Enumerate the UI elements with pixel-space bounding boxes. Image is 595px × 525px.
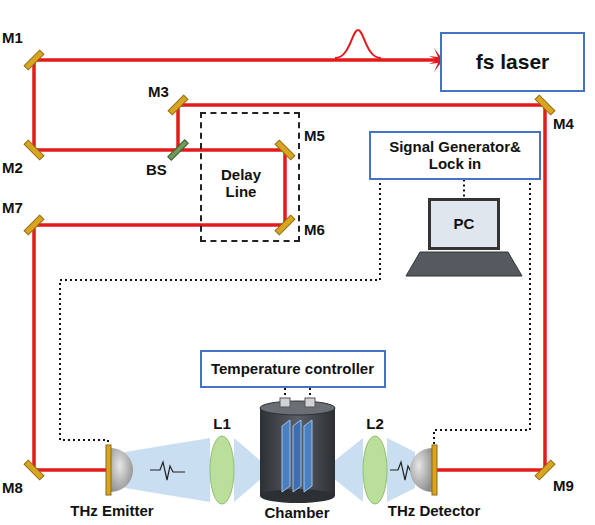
mirror-label: M4 — [553, 116, 574, 133]
chamber-port — [280, 398, 290, 407]
node-label: fs laser — [476, 50, 550, 74]
mirror — [535, 460, 555, 480]
chamber-base — [260, 489, 335, 503]
mirror — [275, 140, 295, 160]
pump-beam — [34, 150, 285, 470]
control-wire — [309, 388, 311, 398]
thz-pulse — [150, 462, 185, 480]
mirror — [535, 95, 555, 115]
chamber-port — [305, 398, 315, 407]
chamber-label: Chamber — [264, 505, 329, 522]
sample-window — [304, 420, 312, 492]
mirror — [24, 140, 44, 160]
laptop-keyboard — [406, 252, 522, 276]
thz-beam — [125, 438, 210, 502]
beam-splitter — [168, 140, 189, 161]
detector-antenna — [432, 445, 437, 495]
mirror — [168, 95, 188, 115]
lens-label: L2 — [366, 416, 384, 433]
mirror — [275, 215, 295, 235]
mirror-label: M7 — [2, 200, 23, 217]
sample-cell — [293, 420, 301, 492]
chamber-body — [260, 408, 335, 496]
emitter-antenna — [106, 445, 111, 495]
detector-lens — [410, 448, 432, 492]
laser-box: fs laser — [440, 32, 585, 92]
control-wire — [284, 388, 286, 398]
mirror-label: M1 — [2, 30, 23, 47]
fs-pulse — [335, 30, 381, 58]
node-label: Delay Line — [208, 166, 274, 201]
mirror — [24, 460, 44, 480]
thz-beam — [333, 438, 363, 502]
splitter-label: BS — [146, 162, 167, 179]
emitter-label: THz Emitter — [70, 503, 153, 520]
laptop-screen: PC — [428, 198, 500, 250]
sample-window — [282, 420, 290, 492]
mirror — [24, 50, 44, 70]
instrument-box: Signal Generator& Lock in — [369, 131, 541, 180]
mirror-label: M2 — [2, 160, 23, 177]
probe-beam — [178, 105, 545, 470]
lens-label: L1 — [213, 416, 231, 433]
control-cable — [463, 180, 465, 199]
lens — [363, 436, 387, 504]
control-wire — [60, 178, 380, 444]
node-label: PC — [454, 215, 475, 232]
node-label: Temperature controller — [211, 360, 374, 377]
mirror-label: M6 — [304, 222, 325, 239]
delay-line-box: Delay Line — [200, 112, 300, 242]
mirror-label: M8 — [2, 480, 23, 497]
mirror-label: M9 — [553, 478, 574, 495]
emitter-lens — [111, 448, 133, 492]
thz-beam — [234, 438, 262, 502]
controller-box: Temperature controller — [200, 350, 386, 388]
mirror-label: M5 — [304, 128, 325, 145]
mirror-label: M3 — [148, 84, 169, 101]
chamber-lid — [260, 401, 335, 415]
lens — [210, 436, 234, 504]
detector-label: THz Detector — [388, 503, 481, 520]
node-label: Signal Generator& Lock in — [379, 138, 531, 173]
mirror — [24, 215, 44, 235]
